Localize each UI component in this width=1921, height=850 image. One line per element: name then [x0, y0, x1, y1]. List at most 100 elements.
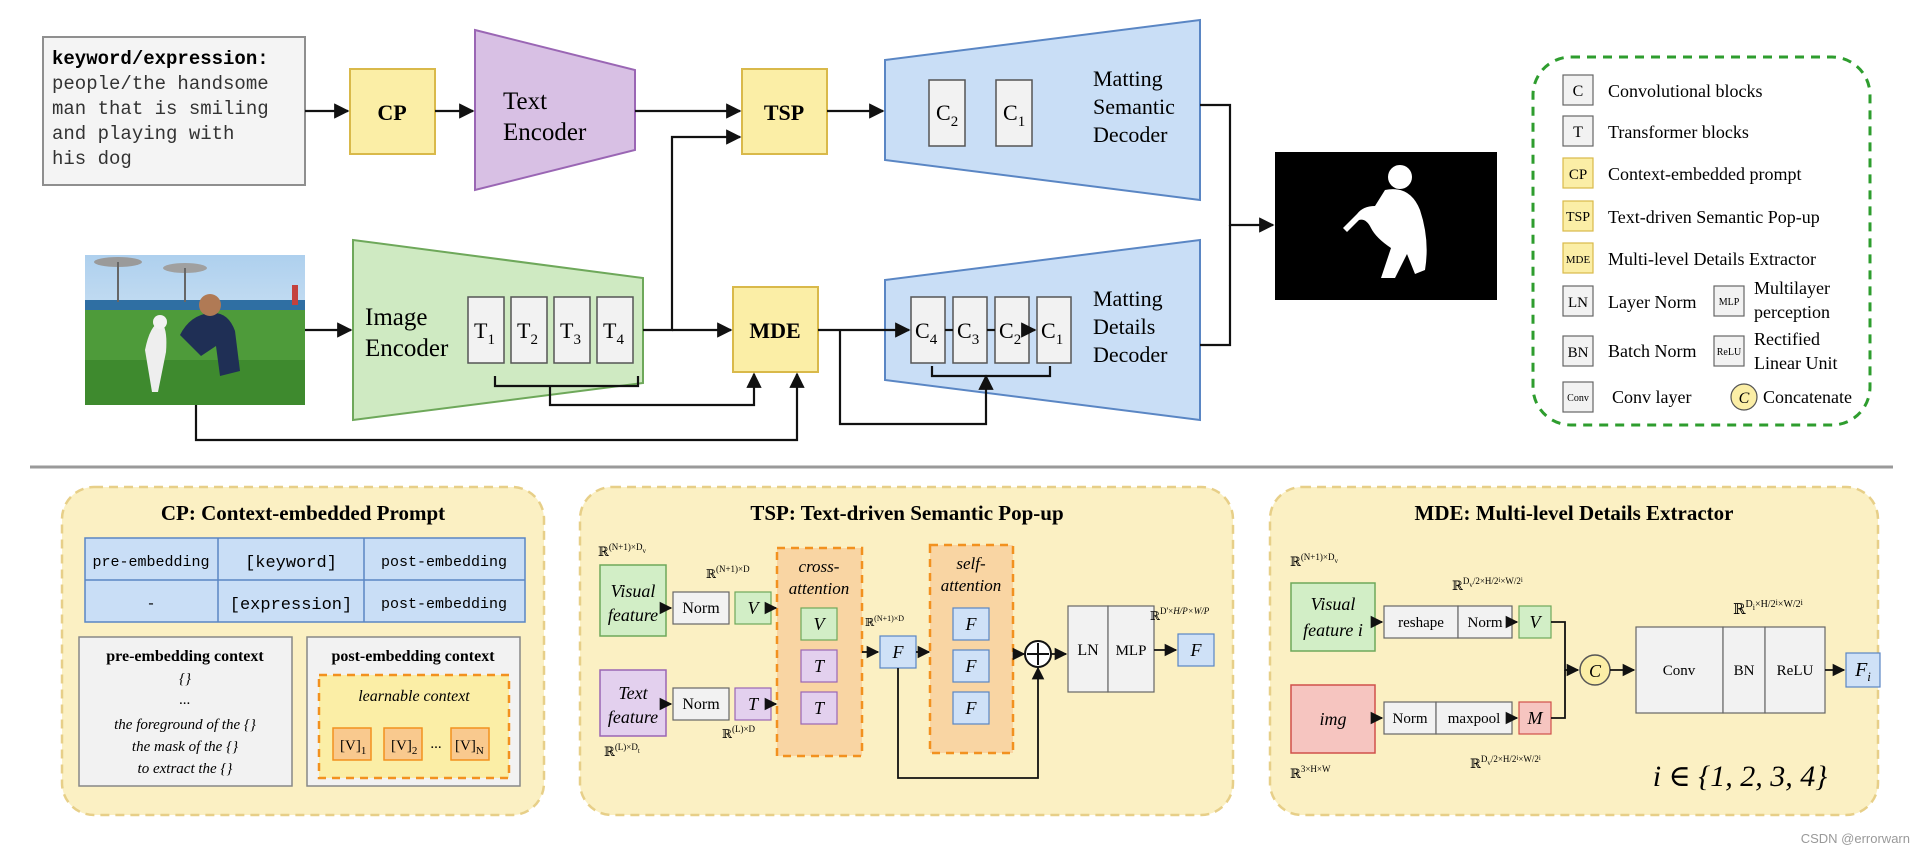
visual-feature-box — [599, 564, 667, 637]
details-c-label: C1 — [1041, 318, 1063, 348]
legend-key: BN — [1568, 345, 1589, 361]
legend-label: Text-driven Semantic Pop-up — [1608, 207, 1820, 227]
svg-text:reshape: reshape — [1398, 615, 1444, 631]
text-encoder: Text Encoder — [474, 28, 636, 192]
img-box — [1290, 684, 1376, 754]
legend-label: Batch Norm — [1608, 341, 1696, 361]
svg-text:...: ... — [179, 692, 190, 708]
svg-text:ReLU: ReLU — [1777, 663, 1814, 679]
svg-text:T: T — [814, 698, 826, 718]
svg-text:Norm: Norm — [1468, 615, 1503, 631]
text-encoder-label: Encoder — [503, 119, 587, 146]
svg-text:LN: LN — [1077, 642, 1099, 659]
m-box — [1518, 701, 1552, 735]
svg-text:post-embedding context: post-embedding context — [331, 648, 495, 665]
legend-key: ReLU — [1717, 347, 1742, 358]
details-c4-block — [910, 296, 946, 364]
details-decoder-label: Details — [1093, 314, 1155, 339]
svg-text:Norm: Norm — [1393, 711, 1428, 727]
legend-label: Layer Norm — [1608, 292, 1696, 312]
svg-text:pre-embedding context: pre-embedding context — [106, 648, 264, 665]
legend-key: MDE — [1566, 254, 1591, 266]
details-c1-block — [1036, 296, 1072, 364]
text-encoder-label: Text — [503, 88, 547, 115]
fi-output-box — [1845, 652, 1881, 688]
details-decoder-label: Matting — [1093, 286, 1163, 311]
t-block-label: T2 — [517, 318, 538, 348]
legend-key: T — [1573, 124, 1583, 141]
post-embedding-context-box: post-embedding context learnable context… — [306, 636, 521, 787]
image-encoder-label: Encoder — [365, 335, 449, 362]
pipeline-arrows — [194, 103, 1275, 442]
tsp-panel: TSP: Text-driven Semantic Pop-up ℝ(N+1)×… — [578, 485, 1235, 817]
v-box — [1518, 605, 1552, 639]
mde-panel: MDE: Multi-level Details Extractor ℝ(N+1… — [1268, 485, 1881, 817]
svg-text:MLP: MLP — [1116, 643, 1147, 659]
f-output-box — [1177, 633, 1215, 667]
table-cell: post-embedding — [381, 554, 507, 571]
svg-text:to extract the {}: to extract the {} — [138, 761, 233, 777]
svg-text:the foreground of the {}: the foreground of the {} — [114, 717, 256, 733]
ln-box — [1067, 605, 1109, 693]
legend-label: Context-embedded prompt — [1608, 164, 1801, 184]
svg-text:Visual: Visual — [611, 581, 656, 601]
svg-text:self-: self- — [956, 554, 986, 573]
details-c-label: C2 — [999, 318, 1021, 348]
legend-label: Multi-level Details Extractor — [1608, 249, 1816, 269]
legend-label: Concatenate — [1763, 387, 1852, 407]
input-text-box: keyword/expression: people/the handsome … — [42, 36, 306, 186]
input-text-heading: keyword/expression: — [52, 48, 269, 70]
norm-box — [672, 591, 730, 625]
table-cell: post-embedding — [381, 596, 507, 613]
legend-label: Linear Unit — [1754, 353, 1837, 373]
svg-text:F: F — [965, 656, 978, 676]
text-feature-box — [599, 669, 667, 737]
matting-details-decoder: C4 C3 C2 C1 Matting Details Decoder — [884, 238, 1201, 422]
semantic-decoder-label: Semantic — [1093, 94, 1175, 119]
svg-text:BN: BN — [1734, 663, 1755, 679]
legend-key: Conv — [1567, 393, 1589, 404]
svg-text:learnable context: learnable context — [358, 688, 470, 705]
t-block-label: T1 — [474, 318, 495, 348]
mde-label: MDE — [749, 318, 800, 343]
output-matte — [1275, 152, 1497, 300]
cp-panel-title: CP: Context-embedded Prompt — [161, 501, 445, 525]
cp-prompt-table: pre-embedding [keyword] post-embedding -… — [84, 537, 526, 623]
legend-key: TSP — [1566, 210, 1590, 225]
svg-text:V: V — [748, 598, 761, 618]
input-photo — [85, 255, 305, 405]
svg-text:F: F — [1190, 640, 1203, 660]
svg-text:feature: feature — [608, 605, 658, 625]
cp-label: CP — [377, 100, 406, 125]
svg-text:Visual: Visual — [1311, 594, 1356, 614]
svg-text:feature: feature — [608, 707, 658, 727]
tsp-block: TSP — [741, 68, 828, 155]
mde-block: MDE — [732, 286, 819, 373]
conv-box — [1635, 626, 1724, 714]
index-formula: i ∈ {1, 2, 3, 4} — [1653, 760, 1828, 793]
semantic-c-label: C2 — [936, 100, 958, 130]
input-text-line: man that is smiling — [52, 98, 269, 120]
legend-key: C — [1739, 390, 1750, 407]
legend-key: C — [1573, 83, 1584, 100]
semantic-c-label: C1 — [1003, 100, 1025, 130]
semantic-decoder-label: Matting — [1093, 66, 1163, 91]
svg-text:Fi: Fi — [1854, 659, 1871, 684]
t4-block — [596, 296, 634, 364]
table-cell: [expression] — [230, 596, 352, 615]
bn-box — [1722, 626, 1766, 714]
svg-text:F: F — [965, 614, 978, 634]
svg-text:Conv: Conv — [1663, 663, 1696, 679]
semantic-c2-block — [928, 79, 966, 147]
svg-text:feature i: feature i — [1303, 620, 1363, 640]
legend-key: LN — [1568, 295, 1588, 311]
svg-text:[V]1: [V]1 — [340, 738, 366, 757]
relu-box — [1764, 626, 1826, 714]
image-encoder: Image Encoder T1 T2 T3 T4 — [352, 238, 644, 422]
image-encoder-label: Image — [365, 304, 427, 331]
svg-text:F: F — [965, 698, 978, 718]
details-c3-block — [952, 296, 988, 364]
legend-label: Convolutional blocks — [1608, 81, 1763, 101]
mde-panel-title: MDE: Multi-level Details Extractor — [1415, 501, 1734, 525]
